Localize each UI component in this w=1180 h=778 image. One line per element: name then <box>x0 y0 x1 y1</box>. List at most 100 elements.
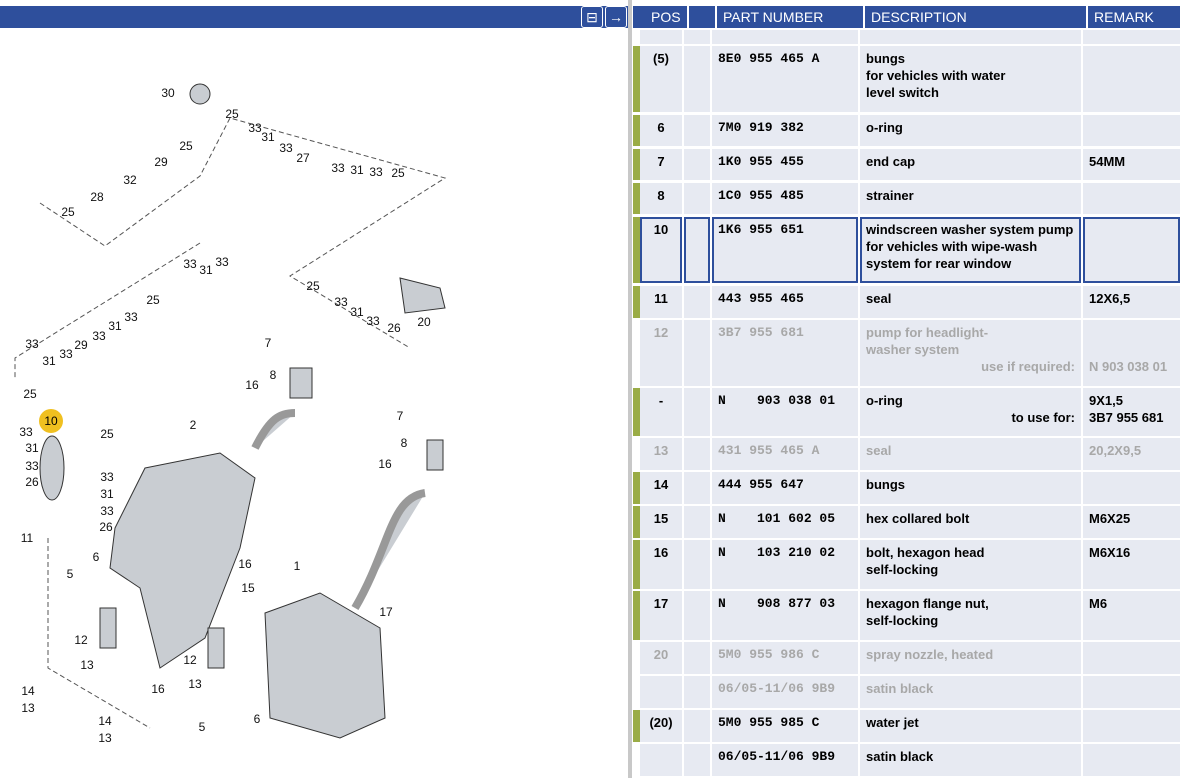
column-header-blank[interactable] <box>689 6 715 28</box>
callout-label[interactable]: 29 <box>154 155 168 169</box>
callout-label[interactable]: 33 <box>25 337 39 351</box>
table-row[interactable]: 06/05-11/06 9B9 satin black <box>633 676 1180 708</box>
part-number[interactable]: 7M0 919 382 <box>712 115 858 146</box>
table-row[interactable]: 14 444 955 647 bungs <box>633 472 1180 504</box>
callout-label[interactable]: 13 <box>80 658 94 672</box>
table-row[interactable]: 12 3B7 955 681 pump for headlight-washer… <box>633 320 1180 386</box>
callout-label[interactable]: 16 <box>378 457 392 471</box>
column-header-remark[interactable]: REMARK <box>1088 6 1180 28</box>
callout-label[interactable]: 6 <box>92 550 100 564</box>
callout-label[interactable]: 33 <box>19 425 33 439</box>
callout-label[interactable]: 13 <box>188 677 202 691</box>
callout-label[interactable]: 33 <box>124 310 138 324</box>
callout-label[interactable]: 11 <box>20 531 34 545</box>
split-view-button[interactable]: ⊟ <box>581 6 603 28</box>
callout-label[interactable]: 12 <box>74 633 88 647</box>
callout-label[interactable]: 33 <box>92 329 106 343</box>
callout-label[interactable]: 6 <box>253 712 261 726</box>
part-number[interactable]: 443 955 465 <box>712 286 858 318</box>
table-row[interactable]: 11 443 955 465 seal 12X6,5 <box>633 286 1180 318</box>
table-row[interactable]: 13 431 955 465 A seal 20,2X9,5 <box>633 438 1180 470</box>
part-number[interactable]: 06/05-11/06 9B9 <box>712 744 858 776</box>
callout-label[interactable]: 33 <box>215 255 229 269</box>
callout-label[interactable]: 27 <box>296 151 310 165</box>
column-header-part[interactable]: PART NUMBER <box>717 6 863 28</box>
callout-label[interactable]: 32 <box>123 173 137 187</box>
callout-label[interactable]: 20 <box>417 315 431 329</box>
callout-label[interactable]: 33 <box>366 314 380 328</box>
part-number[interactable]: N 903 038 01 <box>712 388 858 436</box>
callout-label[interactable]: 12 <box>183 653 197 667</box>
callout-label[interactable]: 31 <box>100 487 114 501</box>
part-number[interactable]: 1C0 955 485 <box>712 183 858 214</box>
callout-label[interactable]: 25 <box>61 205 75 219</box>
column-header-desc[interactable]: DESCRIPTION <box>865 6 1086 28</box>
callout-label[interactable]: 25 <box>100 427 114 441</box>
part-number[interactable]: 5M0 955 985 C <box>712 710 858 742</box>
callout-label[interactable]: 28 <box>90 190 104 204</box>
callout-label[interactable]: 26 <box>25 475 39 489</box>
part-number[interactable]: 431 955 465 A <box>712 438 858 470</box>
callout-label[interactable]: 25 <box>179 139 193 153</box>
callout-label[interactable]: 8 <box>269 368 277 382</box>
callout-label[interactable]: 33 <box>369 165 383 179</box>
table-row[interactable]: 06/05-11/06 9B9 satin black <box>633 744 1180 776</box>
part-number[interactable]: 444 955 647 <box>712 472 858 504</box>
callout-label[interactable]: 8 <box>400 436 408 450</box>
callout-label[interactable]: 33 <box>100 470 114 484</box>
callout-label[interactable]: 33 <box>334 295 348 309</box>
callout-label[interactable]: 26 <box>99 520 113 534</box>
callout-label[interactable]: 33 <box>248 121 262 135</box>
callout-label[interactable]: 1 <box>293 559 301 573</box>
callout-label[interactable]: 25 <box>391 166 405 180</box>
part-number[interactable]: 5M0 955 986 C <box>712 642 858 674</box>
table-row[interactable]: 17 N 908 877 03 hexagon flange nut,self-… <box>633 591 1180 640</box>
callout-label[interactable]: 25 <box>306 279 320 293</box>
callout-label[interactable]: 26 <box>387 321 401 335</box>
callout-label[interactable]: 13 <box>98 731 112 745</box>
table-row[interactable]: 6 7M0 919 382 o-ring <box>633 115 1180 146</box>
callout-label[interactable]: 25 <box>225 107 239 121</box>
part-number[interactable]: 1K0 955 455 <box>712 149 858 180</box>
part-number[interactable]: 1K6 955 651 <box>712 217 858 283</box>
callout-label[interactable]: 2 <box>189 418 197 432</box>
callout-label[interactable]: 30 <box>161 86 175 100</box>
table-row[interactable]: 7 1K0 955 455 end cap 54MM <box>633 149 1180 180</box>
table-row[interactable]: 20 5M0 955 986 C spray nozzle, heated <box>633 642 1180 674</box>
callout-label[interactable]: 33 <box>25 459 39 473</box>
callout-label[interactable]: 17 <box>379 605 393 619</box>
callout-label[interactable]: 14 <box>98 714 112 728</box>
callout-10-highlighted[interactable]: 10 <box>39 409 63 433</box>
callout-label[interactable]: 15 <box>241 581 255 595</box>
callout-label[interactable]: 25 <box>146 293 160 307</box>
part-number[interactable]: N 103 210 02 <box>712 540 858 589</box>
callout-label[interactable]: 31 <box>25 441 39 455</box>
expand-button[interactable]: → <box>605 6 627 28</box>
callout-label[interactable]: 33 <box>279 141 293 155</box>
callout-label[interactable]: 13 <box>21 701 35 715</box>
callout-label[interactable]: 31 <box>108 319 122 333</box>
callout-label[interactable]: 16 <box>238 557 252 571</box>
table-row[interactable]: (20) 5M0 955 985 C water jet <box>633 710 1180 742</box>
part-number[interactable]: N 101 602 05 <box>712 506 858 538</box>
callout-label[interactable]: 5 <box>198 720 206 734</box>
callout-label[interactable]: 31 <box>199 263 213 277</box>
callout-label[interactable]: 33 <box>331 161 345 175</box>
callout-label[interactable]: 14 <box>21 684 35 698</box>
callout-label[interactable]: 29 <box>74 338 88 352</box>
callout-label[interactable]: 5 <box>66 567 74 581</box>
part-number[interactable]: 06/05-11/06 9B9 <box>712 676 858 708</box>
callout-label[interactable]: 25 <box>23 387 37 401</box>
table-row[interactable]: 15 N 101 602 05 hex collared bolt M6X25 <box>633 506 1180 538</box>
callout-label[interactable]: 33 <box>59 347 73 361</box>
callout-label[interactable]: 31 <box>350 163 364 177</box>
part-number[interactable]: 8E0 955 465 A <box>712 46 858 112</box>
callout-label[interactable]: 16 <box>245 378 259 392</box>
callout-label[interactable]: 31 <box>350 305 364 319</box>
callout-label[interactable]: 16 <box>151 682 165 696</box>
table-row[interactable]: 8 1C0 955 485 strainer <box>633 183 1180 214</box>
part-number[interactable]: 3B7 955 681 <box>712 320 858 386</box>
